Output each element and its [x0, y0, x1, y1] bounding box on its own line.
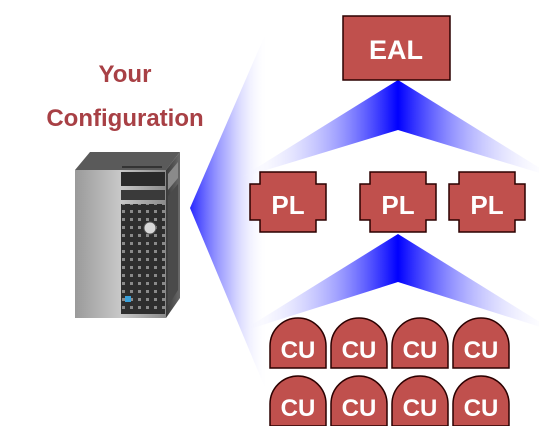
- cu-node: CU: [391, 317, 449, 369]
- title-line-2: Configuration: [46, 105, 204, 132]
- cu-label: CU: [281, 337, 316, 364]
- beam-pl-to-cus: [240, 234, 539, 332]
- pl-label: PL: [381, 190, 414, 220]
- cu-node: CU: [391, 375, 449, 426]
- cu-label: CU: [342, 395, 377, 422]
- cu-label: CU: [464, 395, 499, 422]
- cu-label: CU: [403, 337, 438, 364]
- cu-label: CU: [403, 395, 438, 422]
- title-line-1: Your: [98, 61, 152, 88]
- cu-node: CU: [269, 317, 327, 369]
- cu-label: CU: [342, 337, 377, 364]
- cu-label: CU: [464, 337, 499, 364]
- cu-node: CU: [269, 375, 327, 426]
- cu-label: CU: [281, 395, 316, 422]
- cu-node: CU: [330, 375, 388, 426]
- beam-eal-to-pls: [240, 80, 539, 178]
- pl-label: PL: [271, 190, 304, 220]
- eal-label: EAL: [369, 35, 423, 65]
- beam-computer-to-hierarchy: [190, 28, 268, 395]
- pl-node: PL: [249, 171, 327, 233]
- pl-node: PL: [359, 171, 437, 233]
- pl-label: PL: [470, 190, 503, 220]
- cu-node: CU: [452, 317, 510, 369]
- cu-node: CU: [330, 317, 388, 369]
- tower-server-icon: [75, 152, 180, 318]
- eal-node: EAL: [342, 15, 451, 81]
- cu-node: CU: [452, 375, 510, 426]
- pl-node: PL: [448, 171, 526, 233]
